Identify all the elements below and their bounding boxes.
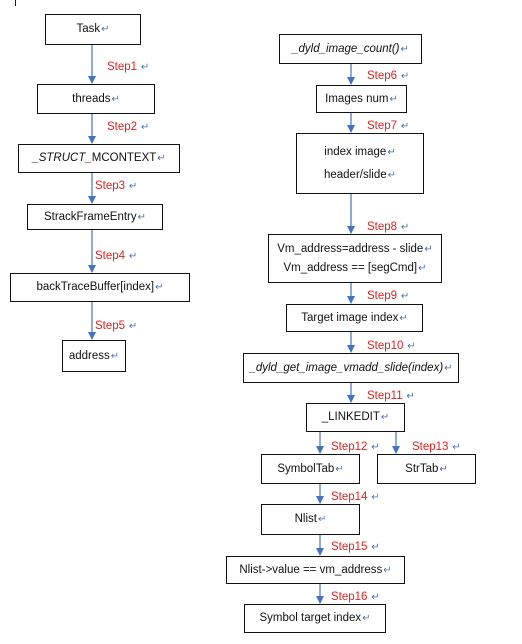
return-mark-icon: ↵ xyxy=(424,243,433,255)
return-mark-icon: ↵ xyxy=(335,463,344,475)
step-label-13: Step13 ↵ xyxy=(412,441,461,453)
node-symboltab-label: SymbolTab xyxy=(277,462,335,475)
step-label-2: Step2 ↵ xyxy=(107,121,150,133)
return-mark-icon: ↵ xyxy=(101,24,110,35)
return-mark-icon: ↵ xyxy=(110,350,120,362)
return-mark-icon: ↵ xyxy=(138,62,150,73)
node-symbol-target-index: Symbol target index↵ xyxy=(244,604,386,633)
return-mark-icon: ↵ xyxy=(317,514,327,525)
return-mark-icon: ↵ xyxy=(418,262,427,274)
node-threads: threads↵ xyxy=(37,84,155,114)
node-strtab-label: StrTab xyxy=(405,462,439,475)
node-linkedit: _LINKEDIT↵ xyxy=(306,403,405,432)
node-vm-address-2-label: Vm_address == [segCmd] xyxy=(283,261,418,274)
return-mark-icon: ↵ xyxy=(137,211,147,223)
return-mark-icon: ↵ xyxy=(398,291,410,302)
return-mark-icon: ↵ xyxy=(403,391,415,402)
return-mark-icon: ↵ xyxy=(383,564,392,576)
step-label-5: Step5 ↵ xyxy=(95,320,138,332)
return-mark-icon: ↵ xyxy=(138,122,150,133)
step-label-16: Step16 ↵ xyxy=(331,591,380,603)
step-label-3: Step3 ↵ xyxy=(95,180,138,192)
node-header-slide-label: header/slide xyxy=(323,168,387,181)
step-label-4: Step4 ↵ xyxy=(95,250,138,262)
step-label-6: Step6 ↵ xyxy=(367,70,410,82)
return-mark-icon: ↵ xyxy=(449,442,461,453)
return-mark-icon: ↵ xyxy=(387,169,397,181)
return-mark-icon: ↵ xyxy=(126,251,138,262)
node-struct-suffix-label: MCONTEXT xyxy=(91,152,157,164)
return-mark-icon: ↵ xyxy=(399,312,408,324)
return-mark-icon: ↵ xyxy=(368,442,380,453)
return-mark-icon: ↵ xyxy=(398,71,410,82)
return-mark-icon: ↵ xyxy=(126,181,138,192)
top-edge-mark xyxy=(15,0,16,6)
node-nlist-value: Nlist->value == vm_address↵ xyxy=(226,556,405,584)
node-address-label: address xyxy=(68,349,110,362)
return-mark-icon: ↵ xyxy=(368,592,380,603)
node-strtab: StrTab↵ xyxy=(377,454,476,484)
return-mark-icon: ↵ xyxy=(368,542,380,553)
node-index-image-label: index image xyxy=(324,145,387,158)
node-dyld-count-label: _dyld_image_count() xyxy=(292,42,400,55)
step-label-9: Step9 ↵ xyxy=(367,290,410,302)
node-vm-address-1-label: Vm_address=address - slide xyxy=(277,242,424,255)
node-dyld-image-count: _dyld_image_count()↵ xyxy=(279,34,422,64)
node-strack-label: StrackFrameEntry xyxy=(43,210,137,223)
node-backtrace-label: backTraceBuffer[index] xyxy=(36,281,155,293)
step-label-7: Step7 ↵ xyxy=(367,120,410,132)
step-label-11: Step11 ↵ xyxy=(367,390,415,402)
node-dyld-vmaddr-label: _dyld_get_image_vmadd_slide(index) xyxy=(249,361,444,374)
node-images-num-label: Images num xyxy=(325,92,389,105)
node-strack-frame-entry: StrackFrameEntry↵ xyxy=(27,204,163,230)
node-linkedit-label: _LINKEDIT xyxy=(321,411,380,423)
step-label-15: Step15 ↵ xyxy=(331,541,380,553)
node-threads-label: threads xyxy=(72,92,111,105)
return-mark-icon: ↵ xyxy=(387,146,396,158)
node-struct-mcontext: _STRUCT_MCONTEXT↵ xyxy=(18,144,180,173)
node-address: address↵ xyxy=(62,340,126,372)
return-mark-icon: ↵ xyxy=(362,613,371,624)
return-mark-icon: ↵ xyxy=(389,93,398,105)
step-label-1: Step1 ↵ xyxy=(107,61,150,73)
step-label-12: Step12 ↵ xyxy=(331,441,380,453)
return-mark-icon: ↵ xyxy=(155,282,164,293)
return-mark-icon: ↵ xyxy=(398,222,410,233)
node-index-image: index image↵ header/slide↵ xyxy=(296,133,424,194)
node-task-label: Task xyxy=(76,23,101,35)
return-mark-icon: ↵ xyxy=(157,153,166,164)
return-mark-icon: ↵ xyxy=(439,463,448,475)
node-images-num: Images num↵ xyxy=(316,85,407,113)
node-symboltab: SymbolTab↵ xyxy=(261,454,360,484)
step-label-14: Step14 ↵ xyxy=(331,491,380,503)
node-backtrace-buffer: backTraceBuffer[index]↵ xyxy=(10,273,190,302)
node-nlist-value-label: Nlist->value == vm_address xyxy=(239,563,383,576)
node-nlist-label: Nlist xyxy=(294,513,317,525)
return-mark-icon: ↵ xyxy=(398,121,410,132)
return-mark-icon: ↵ xyxy=(368,492,380,503)
return-mark-icon: ↵ xyxy=(111,93,120,105)
node-struct-prefix-label: _STRUCT_ xyxy=(32,152,92,164)
return-mark-icon: ↵ xyxy=(444,362,453,374)
node-task: Task↵ xyxy=(45,14,141,45)
step-label-10: Step10 ↵ xyxy=(367,340,416,352)
node-vm-address: Vm_address=address - slide↵ Vm_address =… xyxy=(268,234,442,283)
node-target-image-label: Target image index xyxy=(301,311,399,324)
return-mark-icon: ↵ xyxy=(400,43,409,55)
node-target-image-index: Target image index↵ xyxy=(286,304,423,332)
node-symbol-target-label: Symbol target index xyxy=(259,612,362,624)
node-dyld-get-image-vmaddr-slide: _dyld_get_image_vmadd_slide(index)↵ xyxy=(243,353,459,383)
return-mark-icon: ↵ xyxy=(404,341,416,352)
step-label-8: Step8 ↵ xyxy=(367,221,410,233)
return-mark-icon: ↵ xyxy=(126,321,138,332)
return-mark-icon: ↵ xyxy=(380,412,390,423)
node-nlist: Nlist↵ xyxy=(261,504,360,535)
